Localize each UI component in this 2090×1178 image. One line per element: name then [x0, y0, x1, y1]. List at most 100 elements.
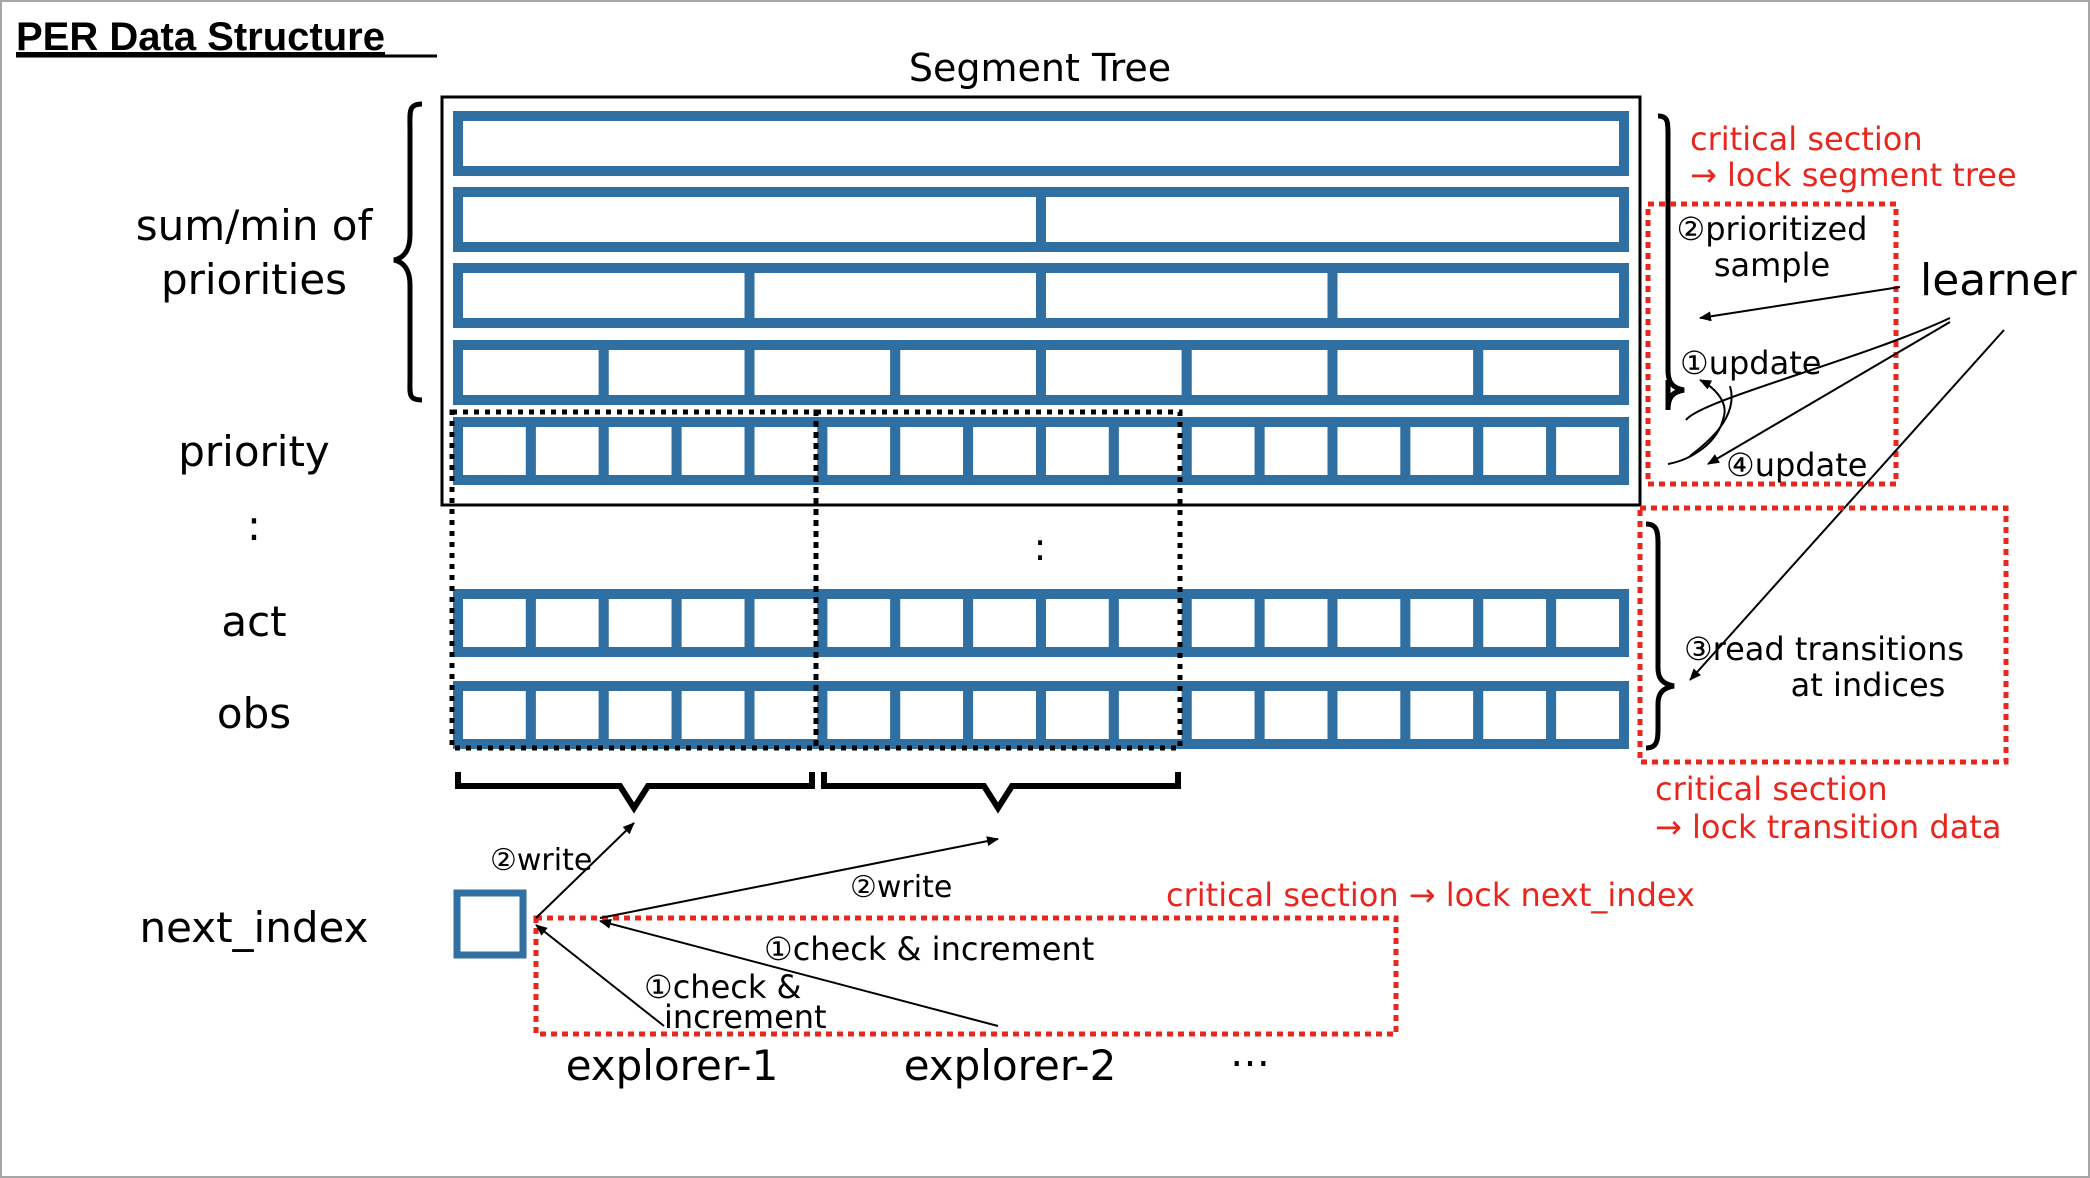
- priority-cell: [1400, 417, 1484, 485]
- priority-cell: [744, 417, 828, 485]
- write1-label: ②write: [490, 843, 592, 878]
- priority-cell: [525, 417, 609, 485]
- priority-cell: [1473, 417, 1557, 485]
- priority-cell: [890, 417, 974, 485]
- obs-cell: [1546, 681, 1629, 749]
- check1-label-line2: increment: [664, 998, 827, 1036]
- explorer2-label: explorer-2: [904, 1041, 1117, 1090]
- tree-node-level4: [1036, 340, 1192, 405]
- segment-tree-frame: [440, 95, 1642, 507]
- act-cell: [671, 589, 755, 657]
- obs-cell: [817, 681, 901, 749]
- explorer2-bottom-brace: [821, 772, 1181, 814]
- check2-label: ①check & increment: [764, 930, 1094, 968]
- check2-arrow: [599, 918, 999, 1027]
- obs-row: [453, 681, 1629, 749]
- act-cell: [1473, 589, 1557, 657]
- tree-node-level4: [598, 340, 755, 405]
- learner-label: learner: [1920, 255, 2078, 306]
- tree-node-level2: [453, 187, 1046, 252]
- critical-section-transition-line1: critical section: [1655, 770, 1888, 808]
- priority-cell: [671, 417, 755, 485]
- tree-node-level4: [1327, 340, 1484, 405]
- critical-section-transition-box: [1637, 505, 2009, 765]
- critical-section-next-index-label: critical section → lock next_index: [1166, 876, 1695, 914]
- priority-cell: [598, 417, 682, 485]
- act-cell: [1327, 589, 1411, 657]
- sample-arrow: [1699, 286, 1901, 322]
- act-cell: [1036, 589, 1119, 657]
- obs-cell: [963, 681, 1046, 749]
- learner-step3-line2: at indices: [1791, 666, 1946, 704]
- diagram-title: PER Data Structure: [16, 15, 385, 59]
- explorer1-label: explorer-1: [566, 1041, 779, 1090]
- segment-tree-levels: [453, 111, 1629, 405]
- learner-step3-line1: ③read transitions: [1684, 630, 1964, 668]
- write1-arrow: [535, 822, 635, 919]
- tree-node-level3: [1327, 263, 1629, 328]
- priority-cell: [1546, 417, 1629, 485]
- tree-node-level2: [1036, 187, 1629, 252]
- act-cell: [817, 589, 901, 657]
- explorer1-bottom-brace: [455, 772, 815, 814]
- act-cell: [890, 589, 974, 657]
- explorer2-block: [813, 409, 1183, 751]
- priority-cell: [1254, 417, 1338, 485]
- obs-cell: [1473, 681, 1557, 749]
- learner-step1: ①update: [1680, 344, 1821, 382]
- label-act: act: [221, 597, 286, 646]
- act-cell: [963, 589, 1046, 657]
- label-vertical-ellipsis: :: [247, 501, 261, 550]
- tree-node-level1: [453, 111, 1629, 176]
- tree-node-level3: [1036, 263, 1338, 328]
- act-cell: [525, 589, 609, 657]
- tree-node-level4: [744, 340, 901, 405]
- critical-section-segment-tree-line1: critical section: [1690, 120, 1923, 158]
- label-priority: priority: [178, 427, 330, 476]
- tree-node-level4: [1473, 340, 1629, 405]
- priority-cell: [1108, 417, 1192, 485]
- write2-label: ②write: [850, 870, 952, 905]
- check1-arrow: [535, 924, 665, 1027]
- act-cell: [1400, 589, 1484, 657]
- segment-tree-right-brace-lower: [1665, 387, 1685, 405]
- priority-cell: [817, 417, 901, 485]
- act-cell: [744, 589, 828, 657]
- transition-right-brace: [1645, 521, 1675, 751]
- obs-cell: [1108, 681, 1192, 749]
- obs-cell: [453, 681, 536, 749]
- tree-node-level3: [453, 263, 755, 328]
- update1-arrow: [1685, 317, 1951, 421]
- priority-cell: [963, 417, 1046, 485]
- obs-cell: [744, 681, 828, 749]
- act-cell: [1108, 589, 1192, 657]
- act-row: [453, 589, 1629, 657]
- learner-step2-line2: sample: [1714, 246, 1830, 284]
- priority-cell: [1327, 417, 1411, 485]
- priority-cell: [1181, 417, 1265, 485]
- learner-step4: ④update: [1726, 446, 1867, 484]
- label-sum-min-line2: priorities: [161, 255, 347, 304]
- tree-node-level4: [890, 340, 1046, 405]
- write2-arrow: [599, 836, 999, 919]
- act-cell: [598, 589, 682, 657]
- label-next-index: next_index: [140, 903, 369, 952]
- segment-tree-label: Segment Tree: [909, 46, 1171, 90]
- left-curly-brace: [393, 101, 423, 403]
- critical-section-transition-line2: → lock transition data: [1655, 808, 2001, 846]
- act-cell: [1254, 589, 1338, 657]
- obs-cell: [1036, 681, 1119, 749]
- priority-row: [453, 417, 1629, 485]
- tree-node-level4: [1181, 340, 1338, 405]
- obs-cell: [525, 681, 609, 749]
- critical-section-segment-tree-box: [1645, 201, 1899, 487]
- next-index-box: [453, 889, 527, 959]
- obs-cell: [890, 681, 974, 749]
- more-explorers-ellipsis: …: [1230, 1030, 1270, 1076]
- learner-step2-line1: ②prioritized: [1677, 210, 1868, 248]
- update-loop-arrow: [1667, 379, 1726, 465]
- label-obs: obs: [217, 689, 291, 738]
- label-sum-min-line1: sum/min of: [136, 201, 374, 250]
- obs-cell: [671, 681, 755, 749]
